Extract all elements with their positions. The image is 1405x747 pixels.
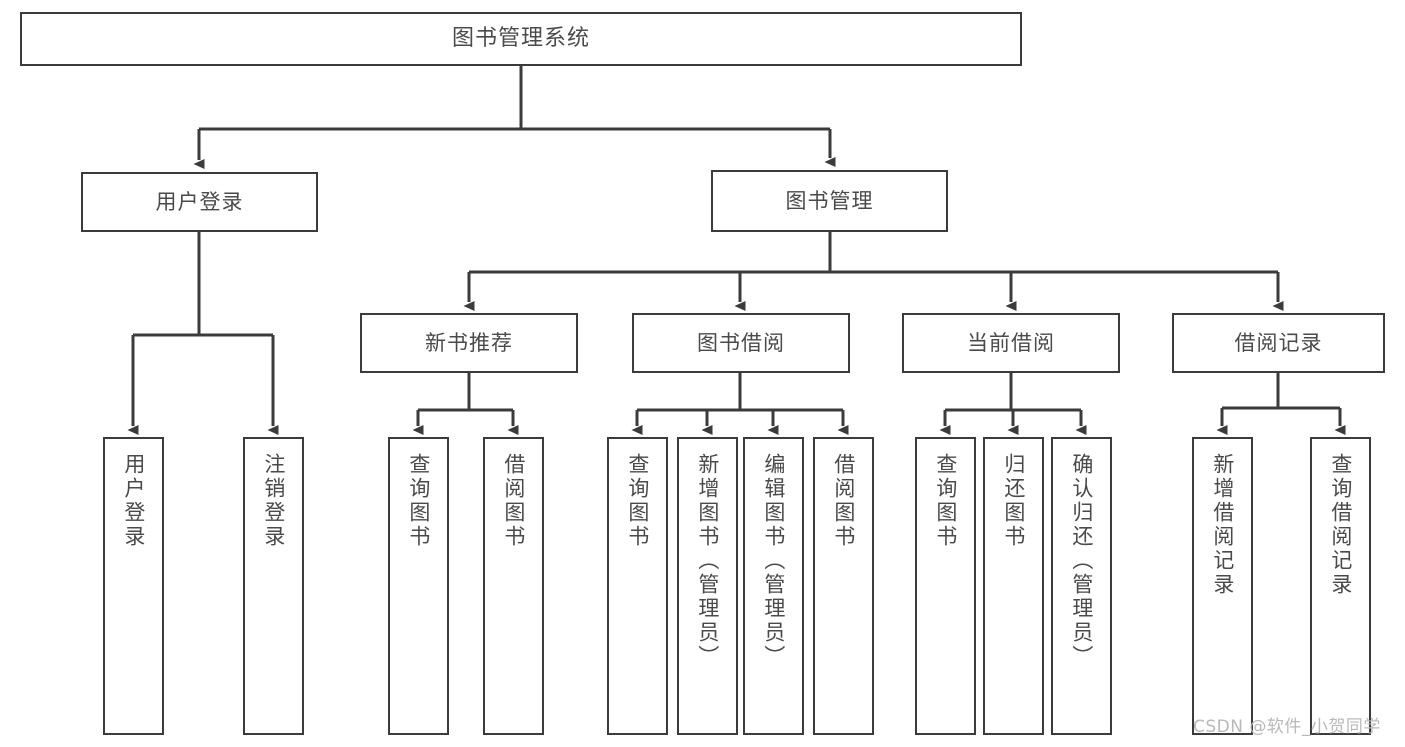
node-label: 借阅记录 xyxy=(1234,330,1323,355)
leaf-current-borrow-query-book[interactable]: 查询图书 xyxy=(915,437,976,735)
node-label: 当前借阅 xyxy=(967,330,1055,355)
node-label: 图书借阅 xyxy=(697,330,785,355)
node-label: 用户登录 xyxy=(155,189,244,214)
leaf-book-borrow-query-book[interactable]: 查询图书 xyxy=(607,437,668,735)
leaf-user-login-logout[interactable]: 注销登录 xyxy=(243,437,304,735)
node-label: 确认归还（管理员） xyxy=(1069,453,1094,669)
node-label: 新书推荐 xyxy=(425,330,513,355)
leaf-new-book-query-book[interactable]: 查询图书 xyxy=(388,437,449,735)
leaf-user-login-login[interactable]: 用户登录 xyxy=(103,437,164,735)
node-label: 图书管理 xyxy=(785,188,874,213)
node-borrow-record[interactable]: 借阅记录 xyxy=(1172,313,1385,373)
node-label: 借阅图书 xyxy=(831,453,856,549)
node-label: 注销登录 xyxy=(261,453,286,549)
node-label: 借阅图书 xyxy=(501,453,526,549)
node-label: 用户登录 xyxy=(121,453,146,549)
node-root-book-management-system[interactable]: 图书管理系统 xyxy=(20,12,1022,66)
node-label: 查询图书 xyxy=(406,453,431,549)
node-label: 图书管理系统 xyxy=(451,26,590,52)
leaf-borrow-record-add-record[interactable]: 新增借阅记录 xyxy=(1192,437,1253,735)
leaf-new-book-borrow-book[interactable]: 借阅图书 xyxy=(483,437,544,735)
node-current-borrow[interactable]: 当前借阅 xyxy=(902,313,1120,373)
node-label: 查询借阅记录 xyxy=(1328,453,1353,597)
leaf-book-borrow-edit-book[interactable]: 编辑图书（管理员） xyxy=(743,437,804,735)
node-new-book-recommend[interactable]: 新书推荐 xyxy=(360,313,578,373)
leaf-current-borrow-return-book[interactable]: 归还图书 xyxy=(983,437,1044,735)
csdn-watermark: CSDN @软件_小贺同学 xyxy=(1193,717,1381,737)
leaf-borrow-record-query-record[interactable]: 查询借阅记录 xyxy=(1310,437,1371,735)
node-book-management[interactable]: 图书管理 xyxy=(711,170,948,232)
node-user-login[interactable]: 用户登录 xyxy=(81,172,318,232)
node-label: 查询图书 xyxy=(625,453,650,549)
node-label: 归还图书 xyxy=(1001,453,1026,549)
node-label: 编辑图书（管理员） xyxy=(761,453,786,669)
node-book-borrow[interactable]: 图书借阅 xyxy=(632,313,850,373)
leaf-book-borrow-borrow-book[interactable]: 借阅图书 xyxy=(813,437,874,735)
node-label: 新增借阅记录 xyxy=(1210,453,1235,597)
leaf-book-borrow-add-book[interactable]: 新增图书（管理员） xyxy=(677,437,738,735)
node-label: 查询图书 xyxy=(933,453,958,549)
node-label: 新增图书（管理员） xyxy=(695,453,720,669)
leaf-current-borrow-confirm-return[interactable]: 确认归还（管理员） xyxy=(1051,437,1112,735)
